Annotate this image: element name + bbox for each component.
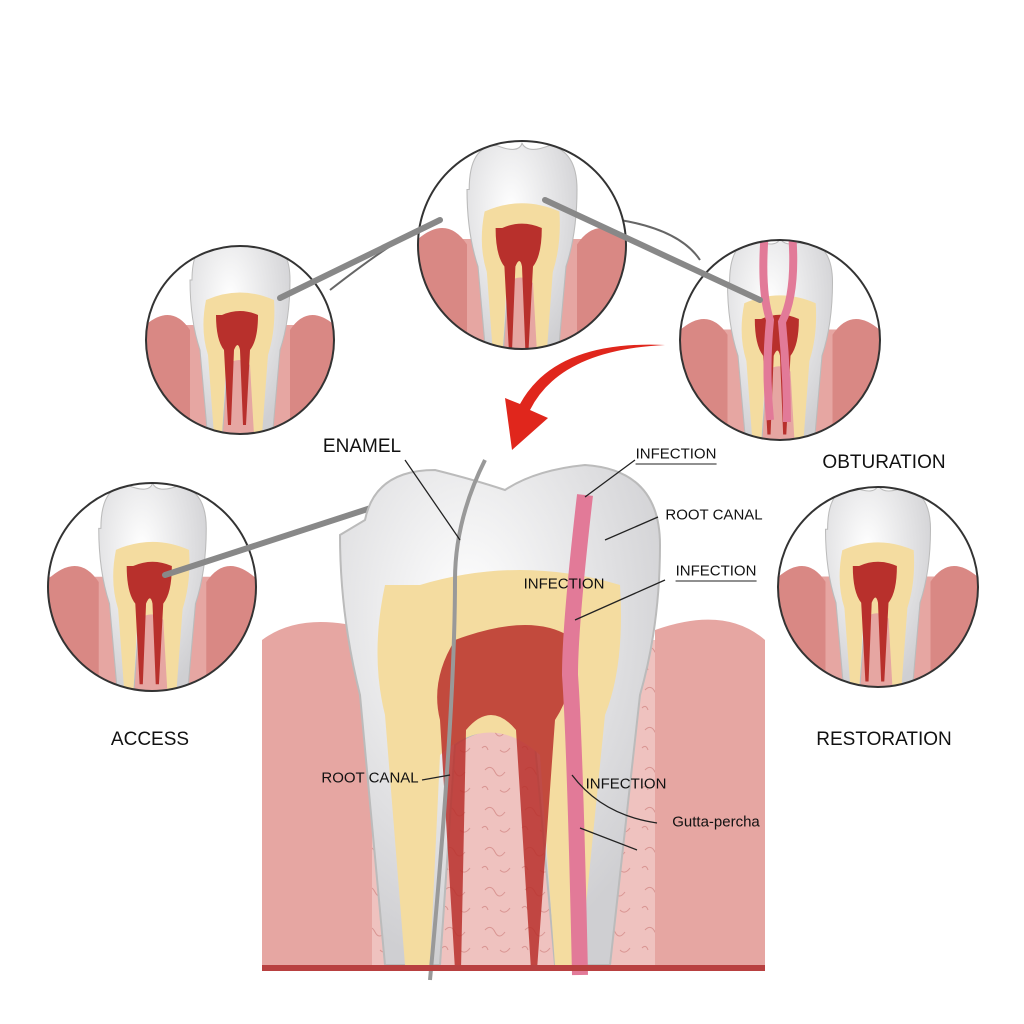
main-tooth-cross-section (262, 459, 765, 981)
connector-line (619, 219, 701, 261)
step-circle-top-left (145, 245, 335, 435)
label-infection-crown: INFECTION (523, 575, 605, 593)
label-root-canal-left: ROOT CANAL (321, 769, 419, 787)
endodontic-file-icon (428, 459, 487, 981)
label-root-canal-right: ROOT CANAL (665, 506, 763, 524)
gutta-percha-icon (561, 494, 593, 976)
dental-file-icon (162, 197, 763, 578)
connector-line (329, 227, 431, 291)
label-obturation: OBTURATION (822, 452, 946, 473)
label-restoration: RESTORATION (816, 729, 952, 750)
process-arrow-icon (505, 344, 665, 450)
label-enamel: ENAMEL (322, 436, 402, 457)
leader-lines (404, 459, 666, 851)
label-infection-top: INFECTION (635, 445, 717, 465)
label-infection-right: INFECTION (675, 562, 757, 582)
label-access: ACCESS (110, 729, 190, 750)
step-circle-top-center (417, 140, 627, 350)
step-circle-restoration (777, 486, 979, 688)
step-circle-access (47, 482, 257, 692)
label-infection-root: INFECTION (585, 775, 667, 793)
step-circle-top-right (679, 239, 881, 441)
label-gutta-percha: Gutta-percha (672, 813, 760, 831)
